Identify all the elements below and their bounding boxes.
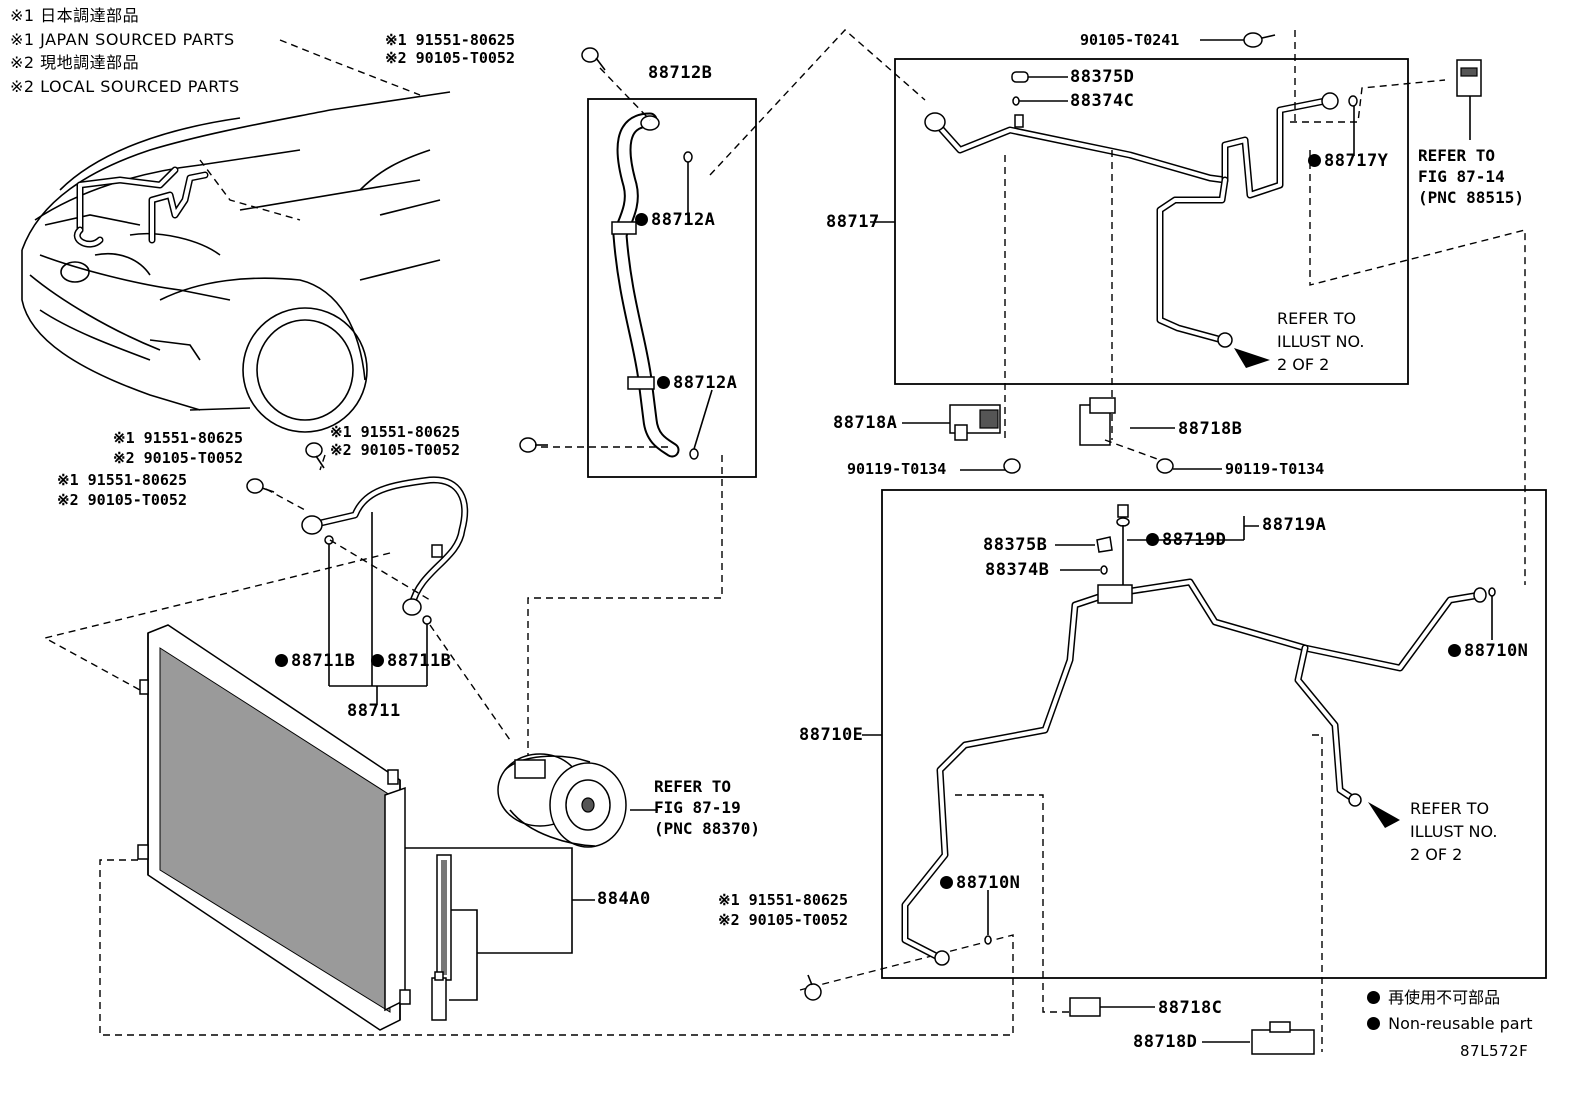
non-reusable-icon [1367, 1017, 1380, 1030]
label-90119-T0134-left[interactable]: 90119-T0134 [847, 460, 947, 478]
label-88375B[interactable]: 88375B [983, 535, 1048, 555]
fastener-bottom-jp: ※1 91551-80625 [718, 891, 848, 909]
label-88710N-left[interactable]: 88710N [940, 875, 1020, 892]
non-reusable-icon [371, 654, 384, 667]
condenser [137, 624, 411, 1031]
non-reusable-icon [635, 213, 648, 226]
pipe-88711 [301, 476, 469, 705]
non-reusable-icon [940, 876, 953, 889]
label-88717[interactable]: 88717 [826, 212, 880, 232]
legend-jp: 再使用不可部品 [1367, 990, 1500, 1006]
fastener-left-a-local: ※2 90105-T0052 [113, 449, 243, 467]
hose-88712B-box [587, 98, 757, 478]
vehicle-illustration [21, 39, 451, 433]
fastener-mid-jp: ※1 91551-80625 [330, 423, 460, 441]
note-japan-jp: ※1 日本調達部品 [10, 6, 140, 25]
non-reusable-icon [1146, 533, 1159, 546]
compressor [497, 753, 658, 848]
bracket-88718D [1251, 1021, 1315, 1055]
label-88719D[interactable]: 88719D [1146, 532, 1226, 549]
label-88374B[interactable]: 88374B [985, 560, 1050, 580]
fastener-top-jp: ※1 91551-80625 [385, 31, 515, 49]
label-88711[interactable]: 88711 [347, 701, 401, 721]
label-88712B[interactable]: 88712B [648, 63, 713, 83]
legend-en: Non-reusable part [1367, 1016, 1532, 1032]
note-local-en: ※2 LOCAL SOURCED PARTS [10, 77, 240, 96]
fastener-bottom-local: ※2 90105-T0052 [718, 911, 848, 929]
fastener-top-local: ※2 90105-T0052 [385, 49, 515, 67]
non-reusable-icon [1448, 644, 1461, 657]
fastener-left-b-jp: ※1 91551-80625 [57, 471, 187, 489]
label-90105-T0241[interactable]: 90105-T0241 [1080, 31, 1180, 49]
bolt-90105-T0241 [1243, 32, 1276, 48]
non-reusable-icon [1367, 991, 1380, 1004]
label-88718D[interactable]: 88718D [1133, 1032, 1198, 1052]
bolt-left-b [246, 478, 275, 494]
label-88711B-right[interactable]: 88711B [371, 653, 451, 670]
fastener-left-b-local: ※2 90105-T0052 [57, 491, 187, 509]
bracket-88718A [902, 404, 1021, 474]
bolt-top [581, 47, 606, 71]
bolt-bottom [804, 974, 822, 1001]
label-88712A-bottom[interactable]: 88712A [657, 375, 737, 392]
bracket-88718B [1079, 397, 1222, 474]
non-reusable-icon [657, 376, 670, 389]
label-88710N-right[interactable]: 88710N [1448, 643, 1528, 660]
label-90119-T0134-right[interactable]: 90119-T0134 [1225, 460, 1325, 478]
fastener-left-a-jp: ※1 91551-80625 [113, 429, 243, 447]
label-88711B-left[interactable]: 88711B [275, 653, 355, 670]
fastener-mid-local: ※2 90105-T0052 [330, 441, 460, 459]
label-88718C[interactable]: 88718C [1158, 998, 1223, 1018]
label-88717Y[interactable]: 88717Y [1308, 153, 1388, 170]
bolt-mid [519, 437, 548, 453]
receiver-884A0 [405, 847, 595, 1021]
label-88718A[interactable]: 88718A [833, 413, 898, 433]
bolt-left-a [305, 442, 325, 469]
non-reusable-icon [1308, 154, 1321, 167]
label-88375D[interactable]: 88375D [1070, 67, 1135, 87]
non-reusable-icon [275, 654, 288, 667]
pipe-88710E-box [862, 489, 1547, 979]
label-884A0[interactable]: 884A0 [597, 889, 651, 909]
note-japan-en: ※1 JAPAN SOURCED PARTS [10, 30, 235, 49]
connector-88718C [1069, 997, 1101, 1017]
note-local-jp: ※2 現地調達部品 [10, 53, 140, 72]
pipe-88717-box [870, 58, 1409, 385]
figure-code: 87L572F [1460, 1042, 1529, 1060]
label-88718B[interactable]: 88718B [1178, 419, 1243, 439]
label-88710E[interactable]: 88710E [799, 725, 864, 745]
label-88374C[interactable]: 88374C [1070, 91, 1135, 111]
label-88719A[interactable]: 88719A [1262, 515, 1327, 535]
label-88712A-top[interactable]: 88712A [635, 212, 715, 229]
connector-88515 [1456, 59, 1482, 140]
